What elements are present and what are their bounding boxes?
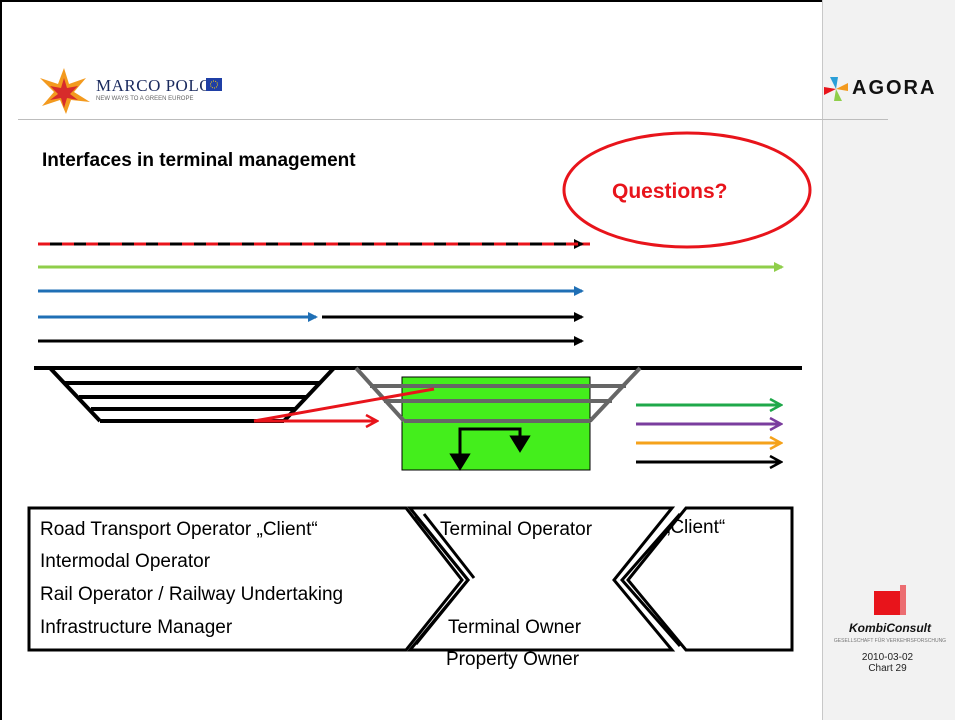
star-icon <box>40 68 90 114</box>
footer-info: 2010-03-02 Chart 29 <box>820 652 955 674</box>
red-arrow-diagonal <box>253 387 435 423</box>
eu-flag-icon <box>206 78 222 91</box>
footer-date: 2010-03-02 <box>861 652 914 663</box>
marco-polo-wordmark: MARCO POLO <box>96 76 212 95</box>
agora-wordmark: AGORA <box>852 77 937 99</box>
left-siding <box>48 366 336 423</box>
role-property-owner: Property Owner <box>446 649 580 670</box>
questions-callout: Questions? <box>612 180 728 203</box>
middle-role-shape <box>406 506 676 652</box>
role-rail-operator: Rail Operator / Railway Undertaking <box>40 584 344 605</box>
role-terminal-operator: Terminal Operator <box>440 519 593 540</box>
role-terminal-owner: Terminal Owner <box>448 617 582 638</box>
terminal-handling-arrows <box>449 427 531 471</box>
kombiconsult-wordmark: KombiConsult <box>849 621 931 635</box>
terminal-area <box>401 376 591 471</box>
middle-role-inner-right <box>620 513 682 647</box>
role-road-transport-operator: Road Transport Operator „Client“ <box>40 519 318 540</box>
kombiconsult-mark-icon <box>874 585 906 615</box>
role-infrastructure-manager: Infrastructure Manager <box>40 617 233 638</box>
footer-page-number: Chart 29 <box>868 663 907 674</box>
kombiconsult-tagline: GESELLSCHAFT FÜR VERKEHRSFORSCHUNG <box>833 638 947 644</box>
marco-polo-logo: MARCO POLO NEW WAYS TO A GREEN EUROPE <box>36 66 266 116</box>
terminal-siding <box>354 366 642 423</box>
marco-polo-tagline: NEW WAYS TO A GREEN EUROPE <box>96 96 194 102</box>
pinwheel-icon <box>824 77 848 101</box>
role-intermodal-operator: Intermodal Operator <box>40 551 211 572</box>
right-role-chevron <box>626 506 794 652</box>
middle-role-inner-left <box>422 513 476 579</box>
header-divider <box>18 119 888 120</box>
slide-title: Interfaces in terminal management <box>42 150 356 171</box>
questions-ellipse <box>562 131 812 249</box>
agora-logo: AGORA <box>820 75 955 115</box>
role-client: „Client“ <box>664 517 726 538</box>
left-role-chevron <box>27 506 464 652</box>
